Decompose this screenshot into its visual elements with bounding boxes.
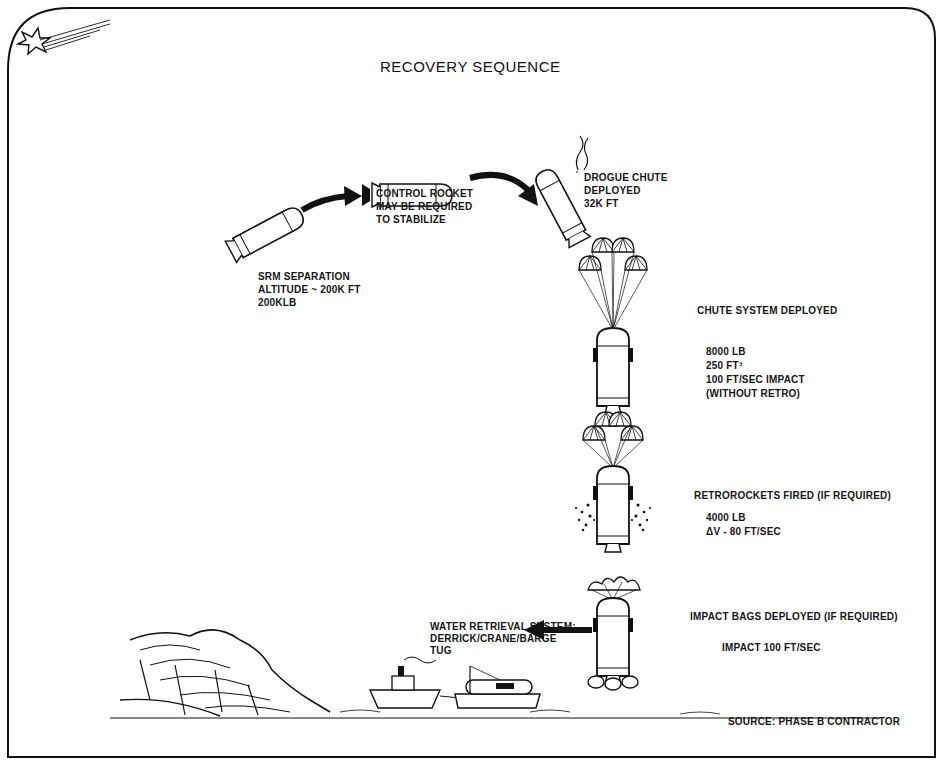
separation-note: SRM SEPARATION bbox=[258, 271, 350, 283]
source-note: SOURCE: PHASE B CONTRACTOR bbox=[728, 716, 900, 728]
stage-label: RETROROCKETS FIRED (IF REQUIRED) bbox=[694, 490, 891, 502]
weight-note: 200KLB bbox=[258, 297, 296, 309]
control-note: CONTROL ROCKET bbox=[376, 188, 473, 200]
drogue-note: DROGUE CHUTE bbox=[584, 172, 668, 184]
retrieval-note: DERRICK/CRANE/BARGE bbox=[430, 633, 557, 645]
speed-note: IMPACT 100 FT/SEC bbox=[722, 642, 821, 654]
drogue-note: DEPLOYED bbox=[584, 185, 641, 197]
altitude-note: 32K FT bbox=[584, 198, 619, 210]
diagram-title: RECOVERY SEQUENCE bbox=[380, 58, 561, 75]
retrieval-note: TUG bbox=[430, 645, 452, 657]
speed-note: (WITHOUT RETRO) bbox=[706, 388, 800, 400]
retrieval-note: WATER RETRIEVAL SYSTEM: bbox=[430, 621, 576, 633]
altitude-note: ALTITUDE ~ 200K FT bbox=[258, 284, 361, 296]
control-note: MAY BE REQUIRED bbox=[376, 201, 472, 213]
control-note: TO STABILIZE bbox=[376, 214, 446, 226]
delta-v-note: ΔV - 80 FT/SEC bbox=[706, 526, 781, 538]
stage-label: CHUTE SYSTEM DEPLOYED bbox=[697, 305, 837, 317]
stage-label: IMPACT BAGS DEPLOYED (IF REQUIRED) bbox=[690, 611, 898, 623]
weight-note: 8000 LB bbox=[706, 346, 746, 358]
volume-note: 250 FT³ bbox=[706, 360, 742, 372]
speed-note: 100 FT/SEC IMPACT bbox=[706, 374, 805, 386]
weight-note: 4000 LB bbox=[706, 512, 746, 524]
